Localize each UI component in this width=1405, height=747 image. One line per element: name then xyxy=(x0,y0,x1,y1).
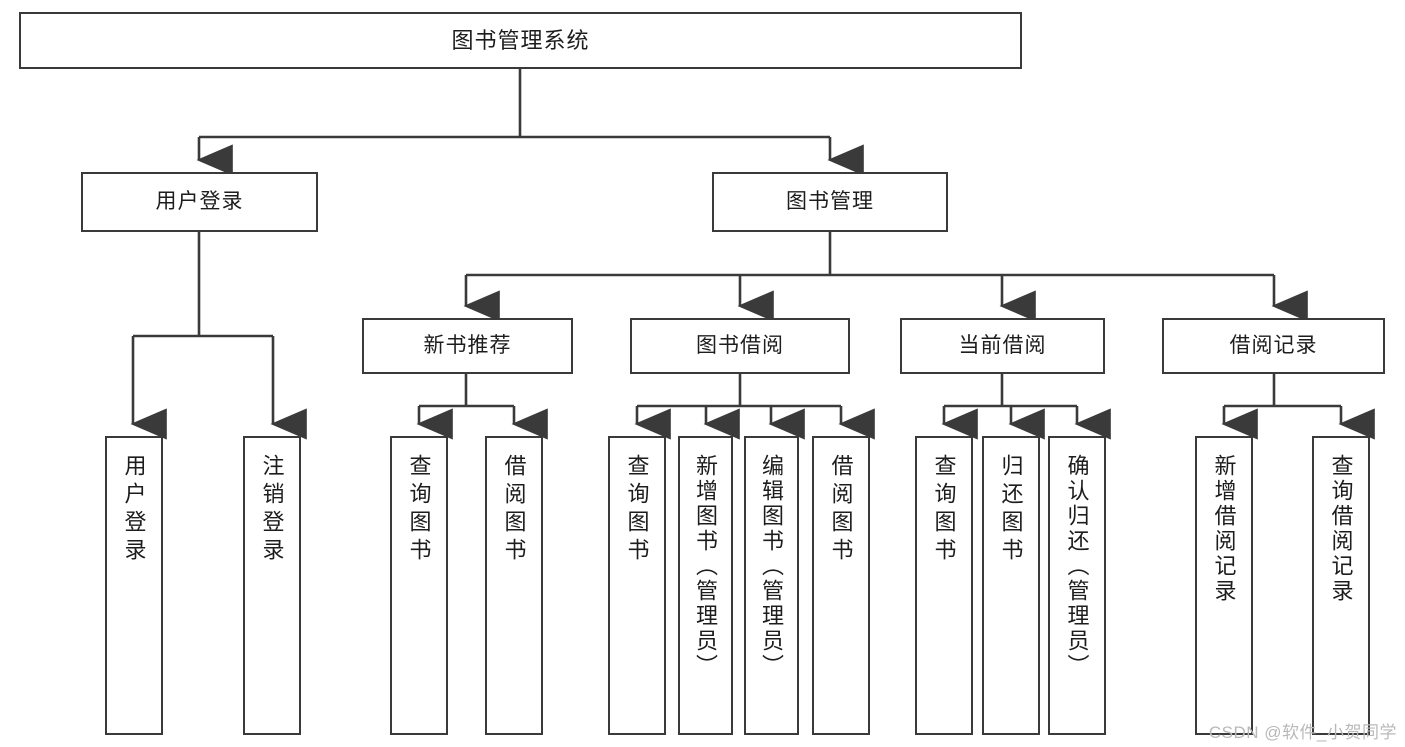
leaf-return-book[interactable]: 归还图书 xyxy=(982,436,1040,735)
node-book-management-system[interactable]: 图书管理系统 xyxy=(19,12,1022,69)
node-label: 查询图书 xyxy=(624,454,650,566)
leaf-edit-book-admin[interactable]: 编辑图书（管理员） xyxy=(744,436,799,735)
node-label: 注销登录 xyxy=(259,454,285,566)
node-label: 编辑图书（管理员） xyxy=(759,454,785,679)
node-label: 借阅图书 xyxy=(828,454,854,566)
leaf-confirm-return-admin[interactable]: 确认归还（管理员） xyxy=(1048,436,1106,735)
node-label: 查询图书 xyxy=(406,454,432,566)
leaf-logout[interactable]: 注销登录 xyxy=(243,436,301,735)
leaf-add-book-admin[interactable]: 新增图书（管理员） xyxy=(678,436,733,735)
node-label: 图书管理系统 xyxy=(451,27,590,53)
node-new-book-recommend[interactable]: 新书推荐 xyxy=(362,318,573,374)
leaf-borrow-book-recommend[interactable]: 借阅图书 xyxy=(485,436,543,735)
node-label: 用户登录 xyxy=(155,189,244,213)
node-label: 新增图书（管理员） xyxy=(693,454,719,679)
node-label: 图书借阅 xyxy=(696,333,784,357)
node-label: 查询借阅记录 xyxy=(1328,454,1354,604)
node-label: 借阅记录 xyxy=(1229,333,1318,357)
node-user-login[interactable]: 用户登录 xyxy=(81,172,318,232)
node-label: 当前借阅 xyxy=(958,333,1047,357)
leaf-add-borrow-record[interactable]: 新增借阅记录 xyxy=(1195,436,1253,735)
leaf-query-book-recommend[interactable]: 查询图书 xyxy=(390,436,448,735)
node-label: 查询图书 xyxy=(931,454,957,566)
node-label: 图书管理 xyxy=(786,189,874,213)
leaf-query-book-borrow[interactable]: 查询图书 xyxy=(608,436,666,735)
node-label: 用户登录 xyxy=(121,454,147,566)
node-book-borrow[interactable]: 图书借阅 xyxy=(630,318,850,374)
csdn-watermark: CSDN @软件_小贺同学 xyxy=(1208,723,1397,742)
node-label: 借阅图书 xyxy=(501,454,527,566)
leaf-user-login[interactable]: 用户登录 xyxy=(105,436,163,735)
node-label: 新书推荐 xyxy=(423,333,512,357)
node-current-borrow[interactable]: 当前借阅 xyxy=(900,318,1105,374)
node-label: 新增借阅记录 xyxy=(1211,454,1237,604)
node-label: 归还图书 xyxy=(998,454,1024,566)
leaf-query-book-current[interactable]: 查询图书 xyxy=(915,436,973,735)
leaf-borrow-book[interactable]: 借阅图书 xyxy=(812,436,870,735)
node-borrow-record[interactable]: 借阅记录 xyxy=(1162,318,1385,374)
leaf-query-borrow-record[interactable]: 查询借阅记录 xyxy=(1312,436,1370,735)
node-book-management[interactable]: 图书管理 xyxy=(712,172,948,232)
node-label: 确认归还（管理员） xyxy=(1064,454,1090,679)
